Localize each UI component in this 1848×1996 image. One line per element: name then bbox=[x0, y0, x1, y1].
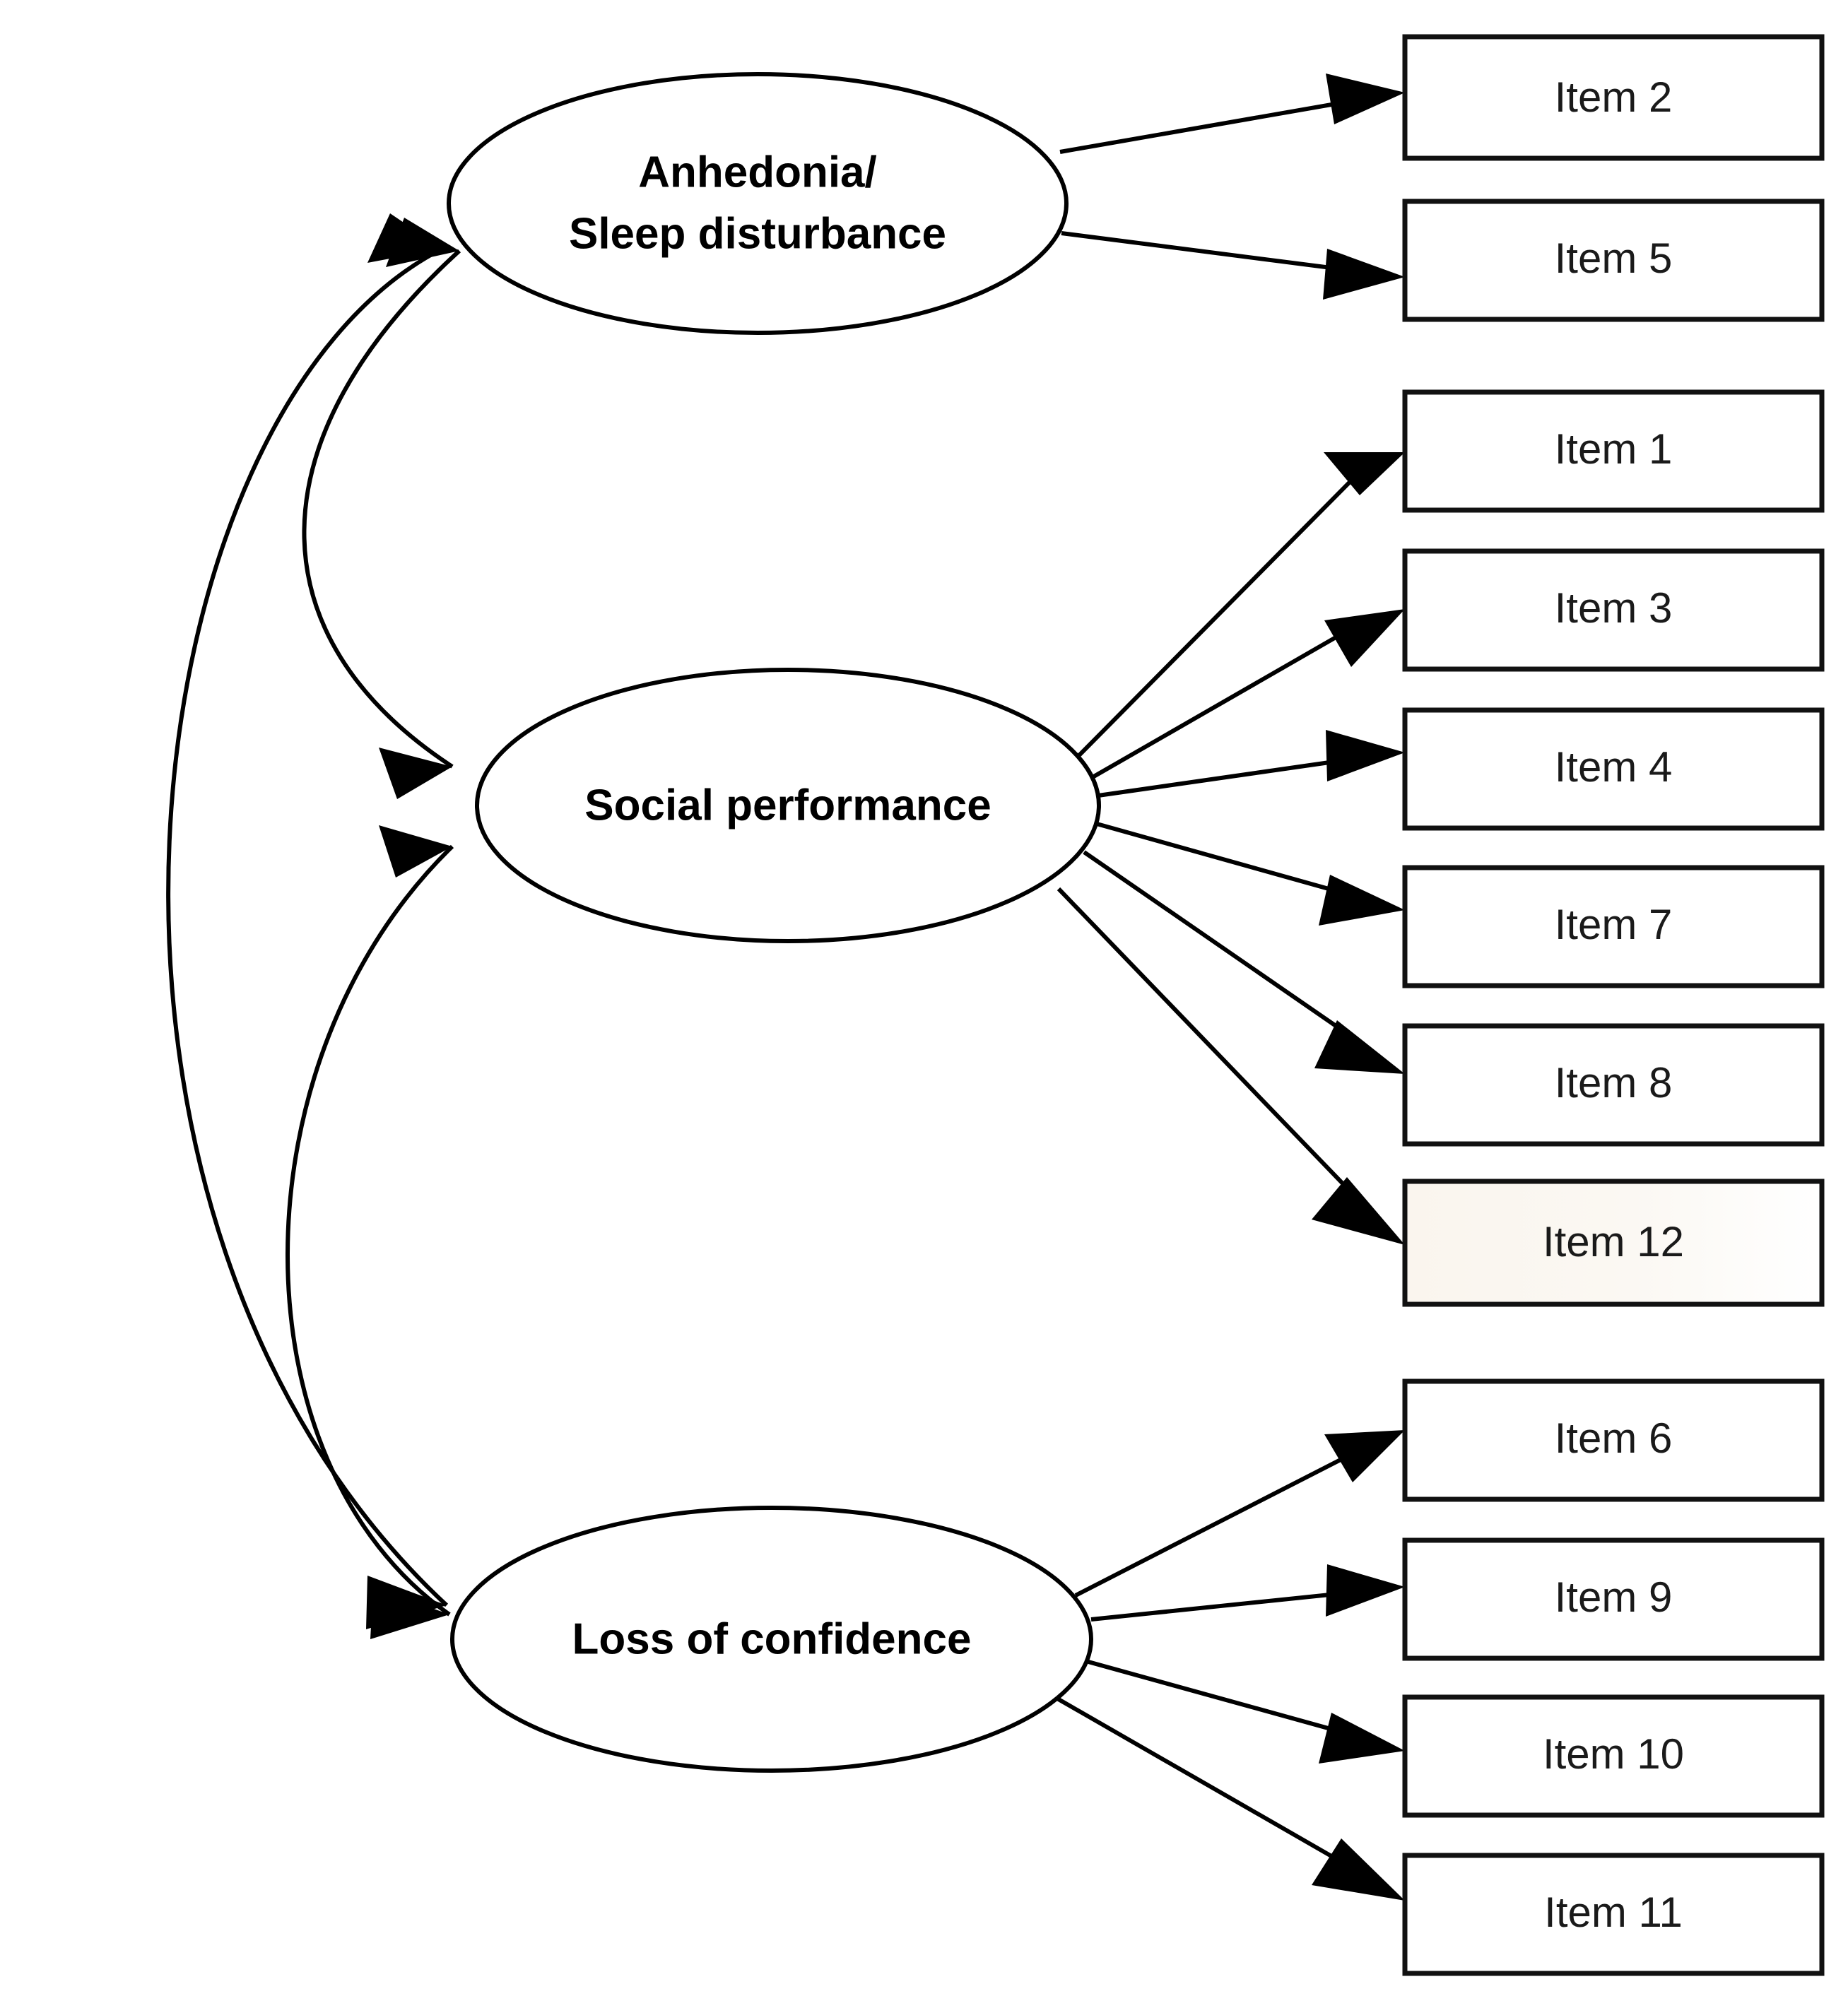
arrowhead-item7 bbox=[1319, 875, 1405, 926]
arrowhead-item4 bbox=[1326, 730, 1405, 781]
arrowhead-to-social-lower bbox=[379, 825, 452, 878]
box-rect-item-4[interactable] bbox=[1402, 707, 1825, 831]
indicator-box-item-4[interactable]: Item 4 bbox=[1402, 707, 1825, 831]
arrowhead-to-social-upper bbox=[379, 748, 452, 799]
box-rect-item-8[interactable] bbox=[1402, 1023, 1825, 1147]
loading-loss-item11 bbox=[1056, 1696, 1361, 1874]
box-rect-item-11[interactable] bbox=[1402, 1853, 1825, 1976]
corr-path-anhedonia-loss bbox=[166, 247, 449, 1607]
box-label-item-7: Item 7 bbox=[1555, 901, 1673, 948]
loadings-social-performance bbox=[1057, 452, 1405, 1245]
factor-label-anhedonia-line2: Sleep disturbance bbox=[569, 209, 946, 258]
indicator-box-item-9[interactable]: Item 9 bbox=[1402, 1537, 1825, 1661]
loading-social-item1 bbox=[1075, 464, 1367, 760]
arrowhead-item8 bbox=[1314, 1020, 1405, 1074]
factor-label-loss-of-confidence: Loss of confidence bbox=[572, 1614, 972, 1663]
box-rect-item-9[interactable] bbox=[1402, 1537, 1825, 1661]
box-rect-item-7[interactable] bbox=[1402, 865, 1825, 988]
factor-ellipse-social-performance[interactable] bbox=[475, 668, 1101, 943]
arrowhead-item11 bbox=[1312, 1838, 1405, 1901]
box-label-item-12: Item 12 bbox=[1543, 1218, 1684, 1265]
loading-loss-item6 bbox=[1074, 1445, 1367, 1598]
indicator-box-item-12[interactable]: Item 12 bbox=[1402, 1179, 1825, 1307]
box-rect-item-3[interactable] bbox=[1402, 548, 1825, 672]
box-rect-item-10[interactable] bbox=[1402, 1694, 1825, 1818]
loadings-anhedonia bbox=[1059, 73, 1405, 300]
box-label-item-6: Item 6 bbox=[1555, 1415, 1673, 1462]
box-label-item-2: Item 2 bbox=[1555, 73, 1673, 121]
factor-ellipse-loss-of-confidence[interactable] bbox=[450, 1506, 1093, 1773]
factor-node-social-performance[interactable]: Social performance bbox=[475, 668, 1101, 943]
corr-path-anhedonia-social bbox=[302, 249, 461, 769]
arrowhead-to-loss-inner bbox=[370, 1587, 449, 1639]
indicator-box-item-3[interactable]: Item 3 bbox=[1402, 548, 1825, 672]
indicator-box-item-11[interactable]: Item 11 bbox=[1402, 1853, 1825, 1976]
loading-social-item3 bbox=[1091, 618, 1367, 779]
box-rect-item-12[interactable] bbox=[1402, 1179, 1825, 1307]
factor-label-anhedonia-line1: Anhedonia/ bbox=[638, 148, 877, 196]
corr-path-social-loss bbox=[286, 844, 454, 1617]
box-label-item-5: Item 5 bbox=[1555, 235, 1673, 282]
arrowhead-item6 bbox=[1324, 1430, 1405, 1482]
loadings-loss-of-confidence bbox=[1056, 1430, 1405, 1901]
arrowhead-item3 bbox=[1324, 609, 1405, 667]
correlation-anhedonia-loss bbox=[166, 213, 449, 1629]
factor-label-social-performance: Social performance bbox=[584, 781, 991, 829]
indicator-box-item-5[interactable]: Item 5 bbox=[1402, 199, 1825, 322]
factor-node-loss-of-confidence[interactable]: Loss of confidence bbox=[450, 1506, 1093, 1773]
loading-social-item4 bbox=[1097, 755, 1365, 798]
arrowhead-item10 bbox=[1319, 1713, 1405, 1764]
loading-social-item8 bbox=[1083, 850, 1364, 1046]
arrowhead-item1 bbox=[1324, 452, 1405, 495]
indicator-box-item-10[interactable]: Item 10 bbox=[1402, 1694, 1825, 1818]
arrowhead-to-anhedonia-outer bbox=[367, 213, 442, 263]
box-rect-item-1[interactable] bbox=[1402, 389, 1825, 513]
indicator-box-item-7[interactable]: Item 7 bbox=[1402, 865, 1825, 988]
arrowhead-item9 bbox=[1326, 1564, 1405, 1617]
box-rect-item-5[interactable] bbox=[1402, 199, 1825, 322]
indicator-box-item-8[interactable]: Item 8 bbox=[1402, 1023, 1825, 1147]
arrowhead-item5 bbox=[1323, 249, 1405, 300]
box-label-item-9: Item 9 bbox=[1555, 1573, 1673, 1621]
arrowhead-item2 bbox=[1326, 73, 1405, 124]
box-label-item-8: Item 8 bbox=[1555, 1059, 1673, 1106]
factor-node-anhedonia-sleep[interactable]: Anhedonia/ Sleep disturbance bbox=[447, 72, 1069, 335]
correlation-anhedonia-social bbox=[302, 218, 461, 799]
correlation-social-loss bbox=[286, 825, 454, 1639]
indicator-box-item-1[interactable]: Item 1 bbox=[1402, 389, 1825, 513]
arrowhead-item12 bbox=[1312, 1177, 1405, 1245]
indicator-box-item-2[interactable]: Item 2 bbox=[1402, 34, 1825, 161]
box-rect-item-2[interactable] bbox=[1402, 34, 1825, 161]
loading-social-item12 bbox=[1057, 887, 1362, 1203]
box-label-item-4: Item 4 bbox=[1555, 743, 1673, 791]
factor-ellipse-anhedonia-sleep[interactable] bbox=[447, 72, 1069, 335]
loading-anhedonia-item2 bbox=[1059, 97, 1365, 154]
indicator-box-item-6[interactable]: Item 6 bbox=[1402, 1378, 1825, 1502]
loading-anhedonia-item5 bbox=[1061, 231, 1365, 274]
loading-social-item7 bbox=[1096, 822, 1365, 901]
loading-loss-item10 bbox=[1088, 1660, 1365, 1740]
box-label-item-11: Item 11 bbox=[1544, 1889, 1683, 1936]
box-label-item-10: Item 10 bbox=[1543, 1730, 1684, 1778]
box-rect-item-6[interactable] bbox=[1402, 1378, 1825, 1502]
loading-loss-item9 bbox=[1090, 1589, 1365, 1622]
box-label-item-1: Item 1 bbox=[1555, 425, 1673, 473]
box-label-item-3: Item 3 bbox=[1555, 584, 1673, 632]
